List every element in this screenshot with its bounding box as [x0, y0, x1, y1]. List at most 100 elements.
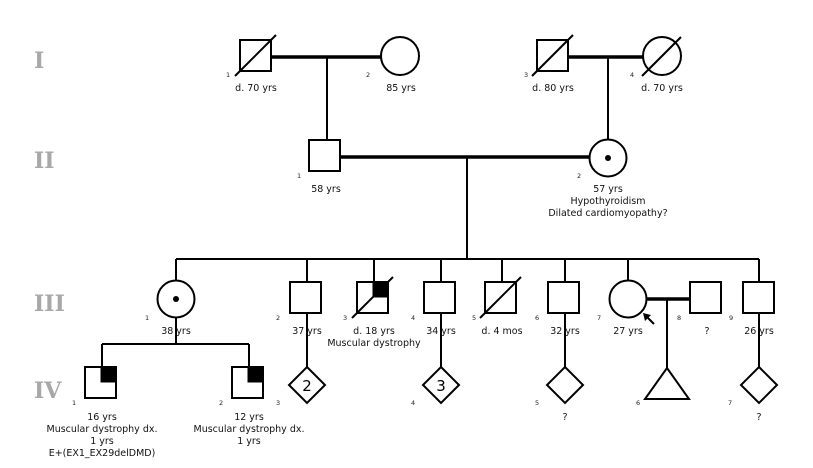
individual-IV-5[interactable]: 5 ?	[535, 365, 585, 423]
unknown-sex-diamond	[421, 365, 461, 405]
individual-III-3[interactable]: 3 d. 18 yrs Muscular dystrophy	[327, 276, 421, 349]
female-symbol	[608, 279, 648, 319]
individual-number: 9	[729, 314, 733, 322]
individual-number: 3	[276, 399, 280, 407]
carrier-dot-icon	[605, 155, 611, 161]
individual-I-2[interactable]: 2 85 yrs	[366, 36, 420, 94]
individual-number: 1	[72, 399, 76, 407]
individual-number: 6	[535, 314, 539, 322]
affected-quadrant-fill	[247, 367, 263, 383]
individual-number: 3	[524, 71, 528, 79]
individual-IV-2[interactable]: 2 12 yrs Muscular dystrophy dx. 1 yrs	[194, 366, 305, 447]
deceased-slash-icon	[641, 36, 682, 77]
pregnancy-loss-triangle	[643, 366, 691, 400]
individual-label: 12 yrs	[234, 412, 264, 423]
generation-label-III: III	[34, 291, 65, 317]
individual-label: 85 yrs	[386, 83, 416, 94]
individual-label: d. 80 yrs	[532, 83, 574, 94]
male-symbol-outline	[84, 366, 117, 399]
individual-label: d. 18 yrs	[353, 326, 395, 337]
individual-II-1[interactable]: 1 58 yrs	[297, 139, 341, 195]
individual-III-6[interactable]: 6 32 yrs	[535, 281, 580, 337]
individual-number: 1	[226, 71, 230, 79]
male-symbol	[308, 139, 341, 172]
individual-label: 32 yrs	[550, 326, 580, 337]
individual-label: 16 yrs	[87, 412, 117, 423]
individual-label: 1 yrs	[237, 436, 261, 447]
individual-IV-6[interactable]: 6	[636, 366, 691, 407]
individual-number: 7	[597, 314, 601, 322]
individual-number: 5	[472, 314, 476, 322]
individual-label: d. 4 mos	[481, 326, 522, 337]
sibling-count: 2	[302, 377, 312, 395]
individual-label: 37 yrs	[292, 326, 322, 337]
individual-III-5[interactable]: 5 d. 4 mos	[472, 276, 523, 337]
relationship-lines	[101, 55, 760, 368]
individual-III-9[interactable]: 9 26 yrs	[729, 281, 775, 337]
unknown-sex-diamond	[545, 365, 585, 405]
individual-IV-1[interactable]: 1 16 yrs Muscular dystrophy dx. 1 yrs E+…	[47, 366, 158, 459]
male-symbol	[742, 281, 775, 314]
individual-label: 34 yrs	[426, 326, 456, 337]
individual-III-7[interactable]: 7 27 yrs	[597, 279, 655, 338]
individual-number: 5	[535, 399, 539, 407]
generation-label-II: II	[34, 148, 55, 174]
individual-IV-3[interactable]: 2 3	[276, 365, 327, 407]
sibling-count: 3	[436, 377, 446, 395]
individual-I-1[interactable]: 1 d. 70 yrs	[226, 34, 277, 94]
generation-label-I: I	[34, 48, 44, 74]
unknown-sex-diamond	[287, 365, 327, 405]
individual-IV-4[interactable]: 3 4	[411, 365, 461, 407]
individual-number: 1	[297, 172, 301, 180]
individual-label: Hypothyroidism	[571, 196, 646, 207]
individual-label: E+(EX1_EX29delDMD)	[49, 448, 156, 459]
individual-label: Muscular dystrophy dx.	[47, 424, 158, 435]
deceased-slash-icon	[351, 276, 394, 319]
individual-label: Muscular dystrophy dx.	[194, 424, 305, 435]
male-symbol-outline	[356, 281, 389, 314]
unknown-sex-diamond	[739, 365, 779, 405]
individual-number: 3	[343, 314, 347, 322]
proband-arrow-icon	[643, 313, 655, 325]
individual-label: ?	[704, 326, 709, 337]
individual-label: 57 yrs	[593, 184, 623, 195]
individual-number: 1	[145, 314, 149, 322]
individual-number: 8	[677, 314, 681, 322]
individual-III-2[interactable]: 2 37 yrs	[276, 281, 322, 337]
deceased-slash-icon	[479, 276, 522, 319]
individual-number: 2	[219, 399, 223, 407]
individual-label: Muscular dystrophy	[327, 338, 421, 349]
generation-label-IV: IV	[34, 378, 62, 404]
individual-number: 7	[728, 399, 732, 407]
individual-label: d. 70 yrs	[641, 83, 683, 94]
individual-III-4[interactable]: 4 34 yrs	[411, 281, 456, 337]
individual-label: 58 yrs	[311, 184, 341, 195]
individual-III-1[interactable]: 1 38 yrs	[145, 279, 196, 338]
deceased-slash-icon	[531, 34, 574, 77]
individual-number: 4	[630, 71, 634, 79]
individual-label: Dilated cardiomyopathy?	[548, 208, 667, 219]
individual-label: 38 yrs	[161, 326, 191, 337]
deceased-slash-icon	[234, 34, 277, 77]
male-symbol-outline	[231, 366, 264, 399]
individual-III-8[interactable]: 8 ?	[677, 281, 722, 337]
individual-label: ?	[562, 412, 567, 423]
individual-number: 2	[577, 172, 581, 180]
individual-IV-7[interactable]: 7 ?	[728, 365, 779, 423]
individual-label: d. 70 yrs	[235, 83, 277, 94]
male-symbol	[689, 281, 722, 314]
carrier-dot-icon	[173, 296, 179, 302]
individual-II-2[interactable]: 2 57 yrs Hypothyroidism Dilated cardiomy…	[548, 138, 668, 220]
individual-number: 4	[411, 314, 415, 322]
individual-label: 1 yrs	[90, 436, 114, 447]
individual-number: 6	[636, 399, 640, 407]
individual-label: 26 yrs	[744, 326, 774, 337]
affected-quadrant-fill	[100, 367, 116, 383]
individual-I-3[interactable]: 3 d. 80 yrs	[524, 34, 574, 94]
individual-I-4[interactable]: 4 d. 70 yrs	[630, 36, 683, 94]
individual-number: 2	[366, 71, 370, 79]
individual-label: 27 yrs	[613, 326, 643, 337]
female-symbol	[380, 36, 420, 76]
individual-number: 4	[411, 399, 415, 407]
